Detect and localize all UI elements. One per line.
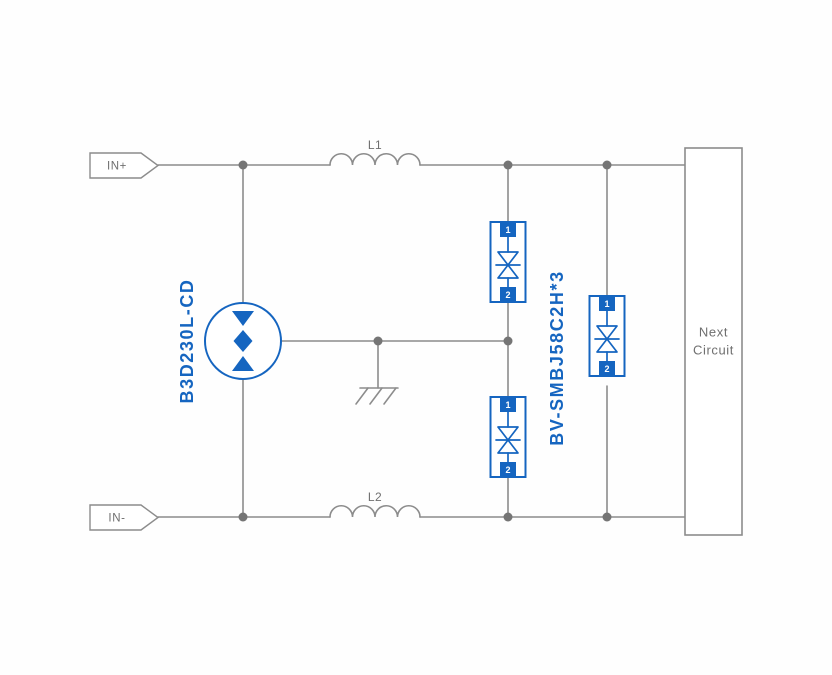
ground-hatch-2 bbox=[369, 387, 383, 405]
wires bbox=[157, 164, 686, 518]
in-plus-label: IN+ bbox=[107, 161, 127, 173]
in-plus-flag bbox=[89, 152, 160, 179]
ground-icon bbox=[355, 387, 399, 405]
junction-dot bbox=[503, 160, 513, 170]
tvs2-pin1-label: 1 bbox=[505, 400, 510, 410]
gdt-triangle-up-icon bbox=[232, 356, 254, 371]
next-circuit-box bbox=[684, 147, 743, 536]
in-minus-flag bbox=[89, 504, 160, 531]
ground-hatch-3 bbox=[383, 387, 397, 405]
junction-dot bbox=[503, 336, 513, 346]
inductor-l1-label: L1 bbox=[368, 138, 382, 152]
junction-dot bbox=[602, 160, 612, 170]
junction-dots bbox=[238, 160, 612, 522]
gdt-component: B3D230L-CD bbox=[177, 278, 282, 404]
inductor-l2-label: L2 bbox=[368, 490, 382, 504]
gdt-label: B3D230L-CD bbox=[177, 278, 197, 403]
tvs3-pin2-label: 2 bbox=[604, 364, 609, 374]
terminal-in-plus: IN+ bbox=[89, 152, 160, 179]
tvs2-pin2-label: 2 bbox=[505, 465, 510, 475]
tvs2-symbol-icon bbox=[495, 411, 521, 463]
tvs2-pin2-pad bbox=[500, 462, 516, 477]
tvs-diode-3: 1 2 bbox=[588, 295, 626, 377]
tvs1-pin2-pad bbox=[500, 287, 516, 302]
inductor-l1-coil bbox=[329, 153, 421, 166]
ground-hatch-1 bbox=[355, 387, 369, 405]
junction-dot bbox=[238, 160, 248, 170]
junction-dot bbox=[602, 512, 612, 522]
terminal-in-minus: IN- bbox=[89, 504, 160, 531]
tvs1-pin2-label: 2 bbox=[505, 290, 510, 300]
tvs2-pin1-pad bbox=[500, 397, 516, 412]
tvs3-symbol-icon bbox=[594, 310, 620, 362]
in-minus-label: IN- bbox=[108, 513, 125, 525]
tvs-group-label: BV-SMBJ58C2H*3 bbox=[547, 270, 567, 445]
tvs3-pin2-pad bbox=[599, 361, 615, 376]
junction-dot bbox=[503, 512, 513, 522]
gdt-triangle-down-icon bbox=[232, 311, 254, 326]
next-circuit-label-line2: Circuit bbox=[693, 342, 734, 357]
junction-dot bbox=[238, 512, 248, 522]
tvs-diode-1: 1 2 bbox=[489, 221, 527, 303]
tvs3-pin1-label: 1 bbox=[604, 299, 609, 309]
tvs1-pin1-label: 1 bbox=[505, 225, 510, 235]
junction-dot bbox=[373, 336, 383, 346]
tvs1-pin1-pad bbox=[500, 222, 516, 237]
inductor-l1: L1 bbox=[329, 138, 421, 166]
next-circuit-block: Next Circuit bbox=[684, 147, 743, 536]
inductor-l2: L2 bbox=[329, 490, 421, 518]
next-circuit-label-line1: Next bbox=[699, 324, 728, 339]
inductor-l2-coil bbox=[329, 505, 421, 518]
tvs1-symbol-icon bbox=[495, 236, 521, 288]
gdt-diamond-icon bbox=[233, 330, 253, 352]
tvs-diode-2: 1 2 bbox=[489, 396, 527, 478]
tvs3-pin1-pad bbox=[599, 296, 615, 311]
